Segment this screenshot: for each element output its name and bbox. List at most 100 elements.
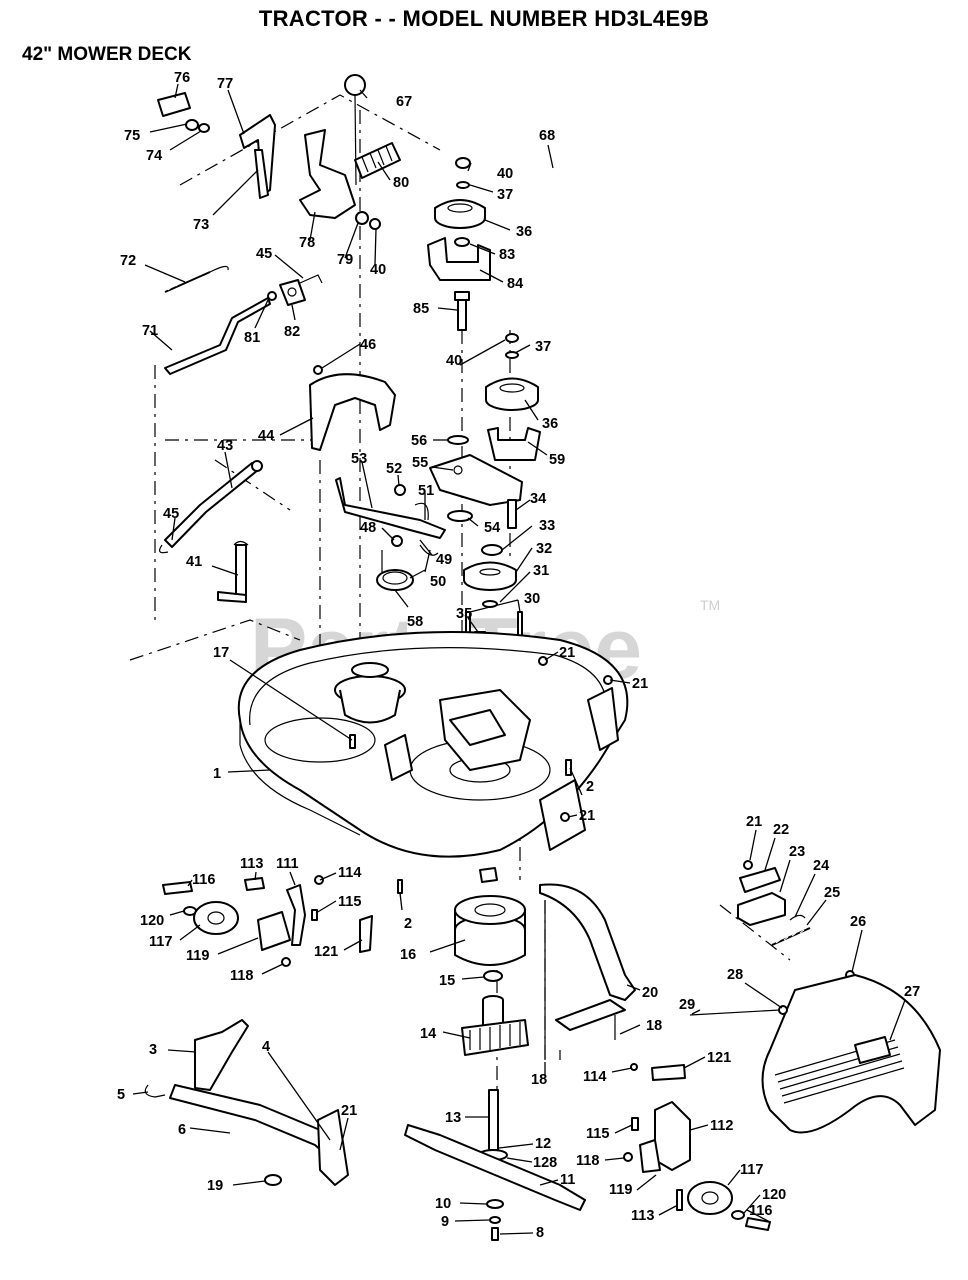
callout-114-left: 114: [338, 865, 361, 881]
callout-45-upper: 45: [256, 246, 272, 262]
callout-15: 15: [439, 973, 455, 989]
callout-41: 41: [186, 554, 202, 570]
section-subtitle: 42" MOWER DECK: [22, 44, 192, 65]
callout-10: 10: [435, 1196, 451, 1212]
callout-37-upper: 37: [497, 187, 513, 203]
callout-56: 56: [411, 433, 427, 449]
callout-77: 77: [217, 76, 233, 92]
watermark-tm: TM: [700, 597, 720, 613]
callout-78: 78: [299, 235, 315, 251]
callout-22: 22: [773, 822, 789, 838]
callout-12: 12: [535, 1136, 551, 1152]
callout-120-right: 120: [762, 1187, 786, 1203]
callout-30: 30: [524, 591, 540, 607]
callout-52: 52: [386, 461, 402, 477]
callout-21-e: 21: [341, 1103, 357, 1119]
belt-guard-44: [309, 365, 396, 451]
callout-75: 75: [124, 128, 140, 144]
callout-2-spindle: 2: [404, 916, 412, 932]
callout-116-left: 116: [192, 872, 215, 888]
callout-117-left: 117: [149, 934, 172, 950]
callout-35: 35: [456, 606, 472, 622]
callout-23: 23: [789, 844, 805, 860]
callout-37-middle: 37: [535, 339, 551, 355]
callout-9: 9: [441, 1214, 449, 1230]
callout-21-a: 21: [559, 645, 575, 661]
callout-2-deck: 2: [586, 779, 594, 795]
callout-121-left: 121: [314, 944, 338, 960]
callout-79: 79: [337, 252, 353, 268]
callout-19: 19: [207, 1178, 223, 1194]
callout-85: 85: [413, 301, 429, 317]
callout-117-right: 117: [740, 1162, 763, 1178]
callout-72: 72: [120, 253, 136, 269]
callout-118-right: 118: [576, 1153, 599, 1169]
callout-5: 5: [117, 1087, 125, 1103]
callout-6: 6: [178, 1122, 186, 1138]
callout-11: 11: [560, 1172, 575, 1188]
callout-121-right: 121: [707, 1050, 731, 1066]
callout-113-right: 113: [631, 1208, 654, 1224]
callout-51: 51: [418, 483, 434, 499]
belt-68: [542, 116, 788, 314]
discharge-mount-parts: [737, 867, 811, 946]
callout-3: 3: [149, 1042, 157, 1058]
callout-116-right: 116: [749, 1203, 772, 1219]
callout-24: 24: [813, 858, 829, 874]
callout-40-middle: 40: [446, 353, 462, 369]
callout-4: 4: [262, 1039, 270, 1055]
deck-linkage-43-41: [158, 460, 263, 603]
anti-scalp-wheel-right: [623, 1064, 771, 1231]
callout-18-bottom: 18: [531, 1072, 547, 1088]
callout-83: 83: [499, 247, 515, 263]
callout-20: 20: [642, 985, 658, 1001]
callout-73: 73: [193, 217, 209, 233]
callout-8: 8: [536, 1225, 544, 1241]
anti-scalp-wheel-left: [162, 877, 373, 967]
callout-50: 50: [430, 574, 446, 590]
mower-deck-1: [237, 631, 629, 883]
callout-labels: 76 77 75 74 67 6 8 40 37 36 83 84 85 80 7…: [117, 70, 920, 1241]
page-title: TRACTOR - - MODEL NUMBER HD3L4E9B: [258, 6, 710, 31]
callout-36-middle: 36: [542, 416, 558, 432]
callout-81: 81: [244, 330, 260, 346]
callout-36-upper: 36: [516, 224, 532, 240]
callout-32: 32: [536, 541, 552, 557]
callout-120-left: 120: [140, 913, 164, 929]
callout-21-c: 21: [579, 808, 595, 824]
callout-67: 67: [396, 94, 412, 110]
leader-lines: [132, 83, 906, 1235]
callout-53: 53: [351, 451, 367, 467]
idler-arm-parts: [335, 477, 446, 591]
callout-31: 31: [533, 563, 549, 579]
callout-48: 48: [360, 520, 376, 536]
callout-14: 14: [420, 1026, 436, 1042]
callout-45-lower: 45: [163, 506, 179, 522]
callout-54: 54: [484, 520, 500, 536]
callout-76: 76: [174, 70, 190, 86]
callout-16: 16: [400, 947, 416, 963]
callout-40-upper: 40: [497, 166, 513, 182]
callout-80: 80: [393, 175, 409, 191]
callout-40-lever: 40: [370, 262, 386, 278]
callout-119-right: 119: [609, 1182, 632, 1198]
callout-33: 33: [539, 518, 555, 534]
callout-84: 84: [507, 276, 523, 292]
blade-spindle-assembly: [404, 895, 586, 1241]
callout-1: 1: [213, 766, 221, 782]
callout-29: 29: [679, 997, 695, 1013]
callout-44: 44: [258, 428, 274, 444]
callout-119-left: 119: [186, 948, 209, 964]
callout-74: 74: [146, 148, 162, 164]
callout-55: 55: [412, 455, 428, 471]
callout-34: 34: [530, 491, 546, 507]
callout-118-left: 118: [230, 968, 253, 984]
discharge-chute-27: [689, 974, 941, 1134]
callout-25: 25: [824, 885, 840, 901]
callout-27: 27: [904, 984, 920, 1000]
callout-46: 46: [360, 337, 376, 353]
callout-21-d: 21: [746, 814, 762, 830]
front-hanger-linkage: [144, 1019, 349, 1186]
callout-21-b: 21: [632, 676, 648, 692]
